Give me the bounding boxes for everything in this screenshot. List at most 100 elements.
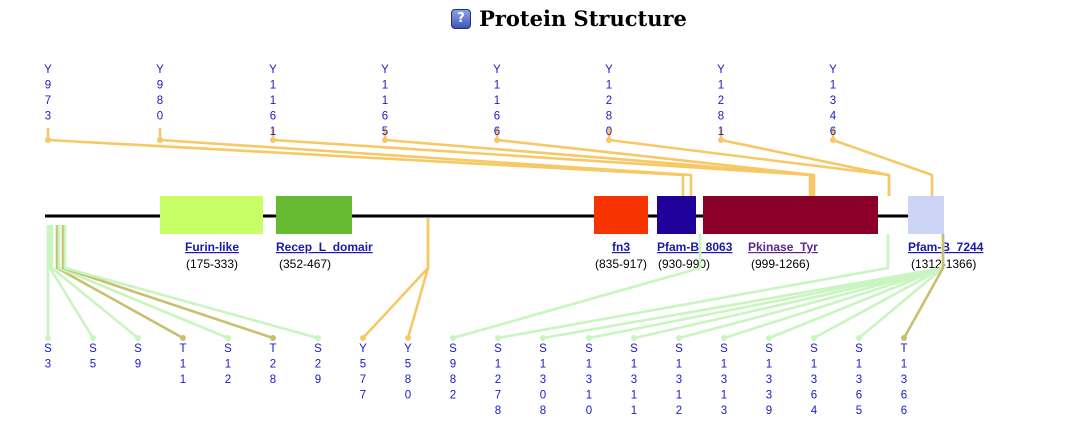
domain-link-6[interactable]: Pfam-B_7244 bbox=[908, 240, 984, 254]
bottom-site-connector-20 bbox=[902, 234, 945, 339]
bottom-site-marker-8 bbox=[360, 335, 366, 341]
site-position-digit: 6 bbox=[494, 126, 500, 138]
site-position-digit: 9 bbox=[157, 80, 163, 92]
site-position-digit: 3 bbox=[766, 390, 772, 402]
site-residue: S bbox=[810, 343, 818, 355]
site-position-digit: 5 bbox=[856, 405, 862, 417]
site-position-digit: 6 bbox=[270, 111, 276, 123]
bottom-site-marker-15 bbox=[676, 335, 682, 341]
top-site-marker-2 bbox=[157, 137, 163, 143]
site-position-digit: 9 bbox=[450, 359, 456, 371]
bottom-site-marker-10 bbox=[450, 335, 456, 341]
site-residue: Y bbox=[44, 64, 52, 76]
domain-range-4: (930-990) bbox=[658, 257, 710, 271]
site-position-digit: 8 bbox=[540, 405, 546, 417]
domain-link-1[interactable]: Furin-like bbox=[185, 240, 239, 254]
domain-box-2[interactable] bbox=[276, 196, 352, 234]
site-position-digit: 7 bbox=[495, 390, 501, 402]
site-position-digit: 8 bbox=[718, 111, 724, 123]
site-residue: Y bbox=[404, 343, 412, 355]
bottom-site-connector-4 bbox=[55, 225, 184, 340]
domain-box-1[interactable] bbox=[160, 196, 263, 234]
top-site-marker-8 bbox=[830, 137, 836, 143]
site-residue: T bbox=[269, 343, 276, 355]
site-position-digit: 1 bbox=[495, 359, 501, 371]
site-position-digit: 1 bbox=[270, 126, 276, 138]
domain-box-5[interactable] bbox=[703, 196, 878, 234]
domain-link-2[interactable]: Recep_L_domair bbox=[276, 240, 373, 254]
site-position-digit: 1 bbox=[270, 95, 276, 107]
site-position-digit: 1 bbox=[586, 359, 592, 371]
site-position-digit: 3 bbox=[856, 374, 862, 386]
domain-range-5: (999-1266) bbox=[751, 257, 810, 271]
domain-link-4[interactable]: Pfam-B_8063 bbox=[657, 240, 733, 254]
top-site-connector-1 bbox=[46, 128, 685, 196]
site-position-digit: 3 bbox=[586, 374, 592, 386]
site-residue: Y bbox=[605, 64, 613, 76]
site-position-digit: 8 bbox=[495, 405, 501, 417]
domain-range-3: (835-917) bbox=[595, 257, 647, 271]
question-mark-icon[interactable]: ? bbox=[451, 8, 472, 29]
top-site-connector-2 bbox=[158, 128, 693, 196]
site-position-digit: 2 bbox=[718, 95, 724, 107]
site-residue: S bbox=[224, 343, 232, 355]
domain-box-4[interactable] bbox=[657, 196, 696, 234]
site-position-digit: 5 bbox=[90, 359, 96, 371]
site-position-digit: 0 bbox=[586, 405, 592, 417]
site-residue: Y bbox=[829, 64, 837, 76]
site-position-digit: 6 bbox=[856, 390, 862, 402]
site-position-digit: 5 bbox=[405, 359, 411, 371]
top-site-marker-4 bbox=[382, 137, 388, 143]
site-position-digit: 1 bbox=[631, 359, 637, 371]
domain-box-6[interactable] bbox=[908, 196, 944, 234]
bottom-site-marker-16 bbox=[721, 335, 727, 341]
site-position-digit: 6 bbox=[901, 405, 907, 417]
domain-link-5[interactable]: Pkinase_Tyr bbox=[748, 240, 818, 254]
bottom-site-connector-6 bbox=[61, 225, 274, 340]
site-position-digit: 1 bbox=[718, 126, 724, 138]
site-position-digit: 8 bbox=[606, 111, 612, 123]
site-position-digit: 1 bbox=[494, 80, 500, 92]
site-position-digit: 1 bbox=[270, 80, 276, 92]
domain-link-3[interactable]: fn3 bbox=[612, 240, 630, 254]
site-position-digit: 5 bbox=[382, 126, 388, 138]
top-site-connector-7 bbox=[719, 128, 891, 196]
bottom-site-marker-14 bbox=[631, 335, 637, 341]
domain-box-3[interactable] bbox=[594, 196, 648, 234]
site-position-digit: 3 bbox=[676, 374, 682, 386]
site-position-digit: 7 bbox=[45, 95, 51, 107]
site-residue: Y bbox=[381, 64, 389, 76]
domain-range-1: (175-333) bbox=[186, 257, 238, 271]
site-position-digit: 8 bbox=[450, 374, 456, 386]
site-position-digit: 3 bbox=[631, 374, 637, 386]
page-title: Protein Structure bbox=[479, 6, 687, 31]
